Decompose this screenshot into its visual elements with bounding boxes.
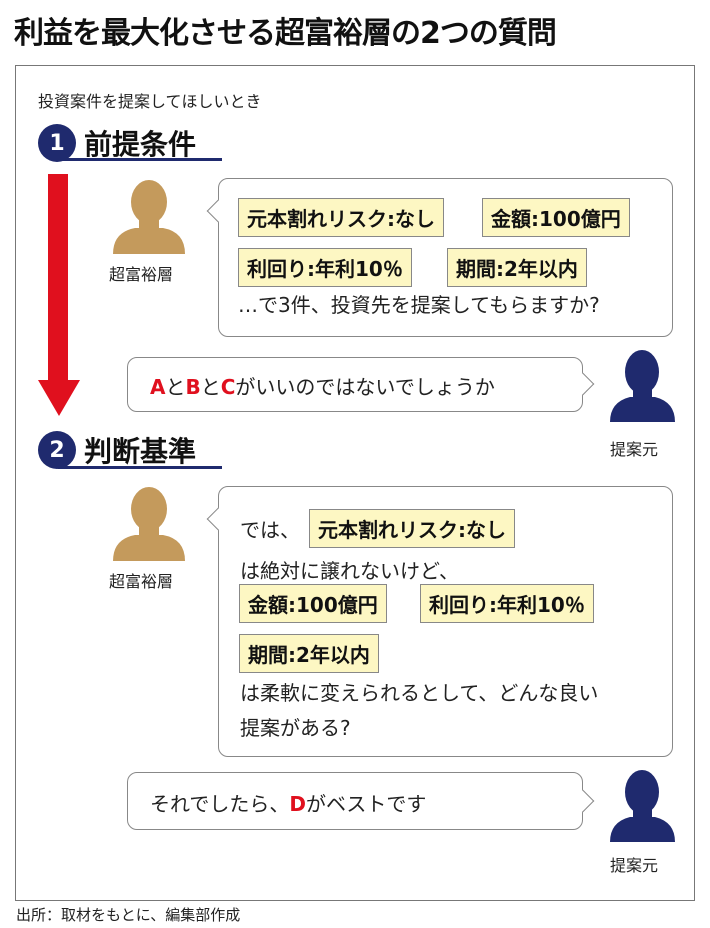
speech-bubble-answer-2: それでしたら、Dがベストです: [127, 772, 595, 830]
speech-bubble-question-2: では、 元本割れリスク:なし は絶対に譲れないけど、 金額:100億円 利回り:…: [206, 486, 673, 757]
down-arrow-icon: [38, 174, 80, 416]
answer-connector: と: [200, 375, 221, 399]
option-b: B: [185, 375, 201, 399]
speech-bubble-question-1: 元本割れリスク:なし 金額:100億円 利回り:年利10％ 期間:2年以内 …で…: [206, 178, 673, 337]
answer-rest: がいいのではないでしょうか: [235, 375, 495, 399]
question-intro: では、: [240, 518, 300, 542]
section-title-1: 前提条件: [84, 128, 197, 161]
section-1-underline: [58, 158, 222, 161]
speaker-label-proposer: 提案元: [610, 856, 659, 875]
option-a: A: [150, 375, 166, 399]
proposer-person-icon: [610, 350, 675, 422]
question-line-5: は柔軟に変えられるとして、どんな良い: [240, 681, 599, 705]
proposer-person-icon: [610, 770, 675, 842]
answer-connector: と: [165, 375, 186, 399]
condition-period: 期間:2年以内: [239, 634, 379, 673]
option-c: C: [220, 375, 236, 399]
speech-bubble-answer-1: AとBとCがいいのではないでしょうか: [127, 357, 595, 412]
condition-risk: 元本割れリスク:なし: [309, 509, 515, 548]
condition-risk: 元本割れリスク:なし: [238, 198, 444, 237]
wealthy-person-icon: [113, 487, 185, 561]
section-1-heading: 1 前提条件: [38, 123, 196, 163]
section-number-1: 1: [38, 124, 76, 162]
source-footer: 出所：取材をもとに、編集部作成: [16, 906, 241, 924]
condition-period: 期間:2年以内: [447, 248, 587, 287]
question-line-6: 提案がある?: [240, 716, 351, 740]
section-title-2: 判断基準: [84, 435, 197, 468]
condition-yield: 利回り:年利10％: [420, 584, 594, 623]
speaker-label-proposer: 提案元: [610, 440, 659, 459]
section-2-underline: [58, 466, 222, 469]
page-title: 利益を最大化させる超富裕層の2つの質問: [14, 16, 557, 51]
answer-rest: がベストです: [306, 792, 427, 816]
condition-yield: 利回り:年利10％: [238, 248, 412, 287]
diagram-frame: [15, 65, 695, 901]
condition-amount: 金額:100億円: [239, 584, 387, 623]
question-line-2: は絶対に譲れないけど、: [240, 559, 459, 583]
section-2-heading: 2 判断基準: [38, 430, 196, 470]
answer-prefix: それでしたら、: [150, 792, 290, 816]
wealthy-person-icon: [113, 180, 185, 254]
subtitle: 投資案件を提案してほしいとき: [38, 92, 262, 111]
question-text: …で3件、投資先を提案してもらますか?: [238, 293, 600, 317]
condition-amount: 金額:100億円: [482, 198, 630, 237]
speaker-label-wealthy: 超富裕層: [109, 265, 174, 284]
speaker-label-wealthy: 超富裕層: [109, 572, 174, 591]
answer-text-1: AとBとCがいいのではないでしょうか: [150, 371, 495, 400]
option-d: D: [289, 792, 307, 816]
answer-text-2: それでしたら、Dがベストです: [150, 788, 426, 817]
section-number-2: 2: [38, 431, 76, 469]
